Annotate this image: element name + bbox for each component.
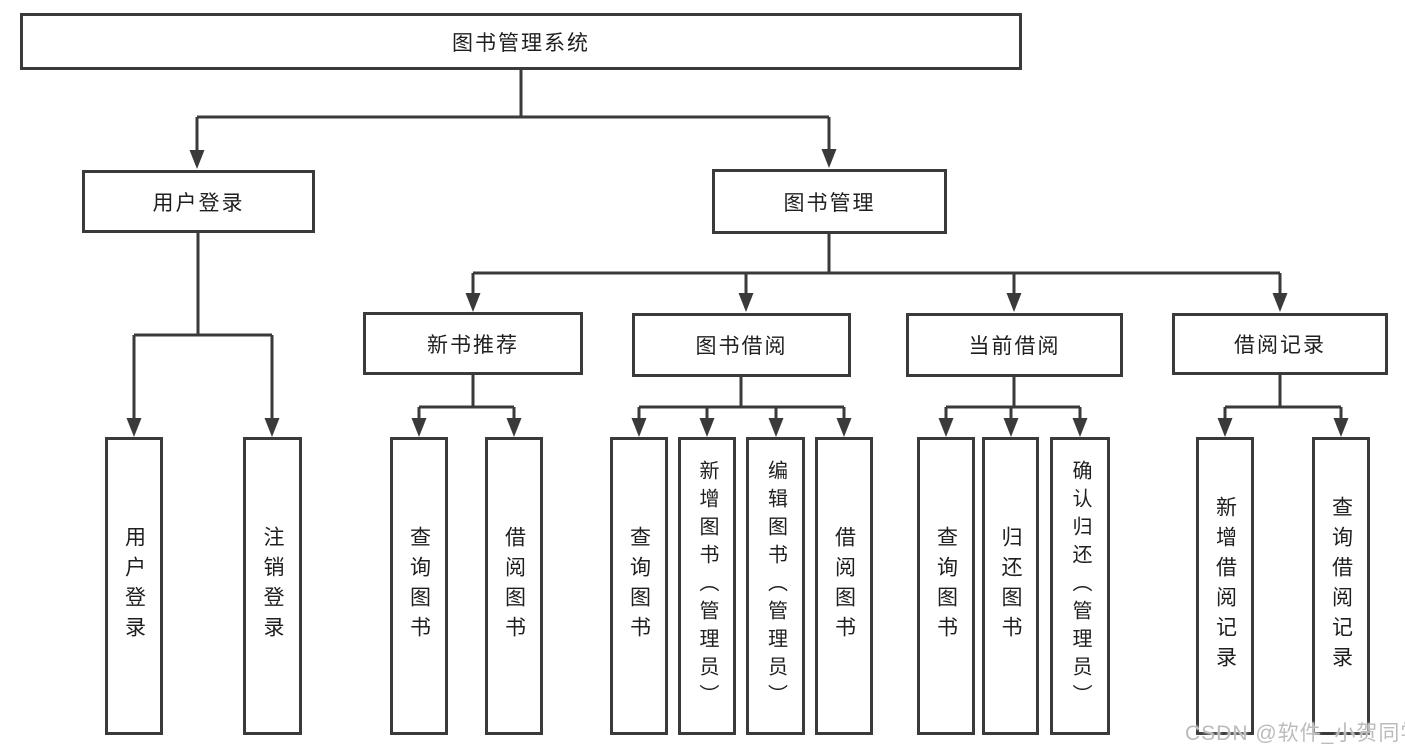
arrowhead-icon: [506, 418, 522, 437]
arrowhead-icon: [264, 418, 280, 437]
leaf-return-books: 归还图书: [982, 437, 1039, 735]
leaf-query-books-2-label: 查询图书: [627, 526, 651, 646]
arrowhead-icon: [699, 418, 715, 437]
node-new-book-recommend: 新书推荐: [363, 312, 583, 375]
arrowhead-icon: [1217, 418, 1233, 437]
node-root: 图书管理系统: [20, 13, 1022, 70]
leaf-borrow-books-2-label: 借阅图书: [832, 526, 856, 646]
arrowhead-icon: [1072, 418, 1088, 437]
leaf-add-borrow-record-label: 新增借阅记录: [1213, 496, 1237, 676]
node-book-management-label: 图书管理: [783, 191, 876, 215]
leaf-borrow-books-1-label: 借阅图书: [502, 526, 526, 646]
node-user-login-label: 用户登录: [152, 191, 245, 215]
node-book-borrow: 图书借阅: [632, 313, 851, 377]
leaf-query-borrow-record: 查询借阅记录: [1312, 437, 1370, 735]
arrowhead-icon: [1006, 293, 1022, 312]
csdn-watermark: CSDN @软件_小贺同学: [1185, 722, 1405, 745]
arrowhead-icon: [126, 418, 142, 437]
leaf-query-books-3: 查询图书: [917, 437, 975, 735]
leaf-confirm-return-admin-label: 确认归还（管理员）: [1069, 460, 1091, 712]
arrowhead-icon: [1333, 418, 1349, 437]
leaf-query-borrow-record-label: 查询借阅记录: [1329, 496, 1353, 676]
node-borrow-record-label: 借阅记录: [1234, 334, 1326, 357]
leaf-user-login-label: 用户登录: [122, 526, 146, 646]
leaf-user-login: 用户登录: [105, 437, 163, 735]
node-book-borrow-label: 图书借阅: [695, 335, 788, 358]
arrowhead-icon: [938, 418, 954, 437]
leaf-borrow-books-1: 借阅图书: [485, 437, 543, 735]
arrowhead-icon: [411, 418, 427, 437]
leaf-borrow-books-2: 借阅图书: [815, 437, 873, 735]
leaf-confirm-return-admin: 确认归还（管理员）: [1050, 437, 1110, 735]
leaf-edit-books-admin-label: 编辑图书（管理员）: [764, 460, 787, 712]
arrowhead-icon: [768, 418, 784, 437]
leaf-query-books-2: 查询图书: [610, 437, 668, 735]
arrowhead-icon: [189, 150, 205, 169]
arrowhead-icon: [631, 418, 647, 437]
arrowhead-icon: [1003, 418, 1019, 437]
arrowhead-icon: [836, 418, 852, 437]
leaf-logout-login-label: 注销登录: [261, 526, 284, 646]
leaf-edit-books-admin: 编辑图书（管理员）: [746, 437, 805, 735]
leaf-query-books-1-label: 查询图书: [407, 526, 431, 646]
arrowhead-icon: [465, 293, 481, 312]
node-new-book-recommend-label: 新书推荐: [427, 333, 519, 357]
node-borrow-record: 借阅记录: [1172, 313, 1388, 375]
leaf-query-books-3-label: 查询图书: [934, 526, 958, 646]
node-root-label: 图书管理系统: [452, 31, 590, 55]
node-user-login: 用户登录: [82, 170, 315, 233]
arrowhead-icon: [738, 293, 754, 312]
arrowhead-icon: [1272, 293, 1288, 312]
leaf-add-borrow-record: 新增借阅记录: [1196, 437, 1254, 735]
node-book-management: 图书管理: [712, 169, 947, 234]
leaf-add-books-admin: 新增图书（管理员）: [678, 437, 736, 735]
node-current-borrow: 当前借阅: [906, 313, 1123, 377]
node-current-borrow-label: 当前借阅: [968, 335, 1061, 358]
leaf-return-books-label: 归还图书: [999, 526, 1022, 646]
leaf-add-books-admin-label: 新增图书（管理员）: [696, 460, 718, 712]
leaf-logout-login: 注销登录: [243, 437, 302, 735]
arrowhead-icon: [821, 149, 837, 168]
leaf-query-books-1: 查询图书: [390, 437, 448, 735]
